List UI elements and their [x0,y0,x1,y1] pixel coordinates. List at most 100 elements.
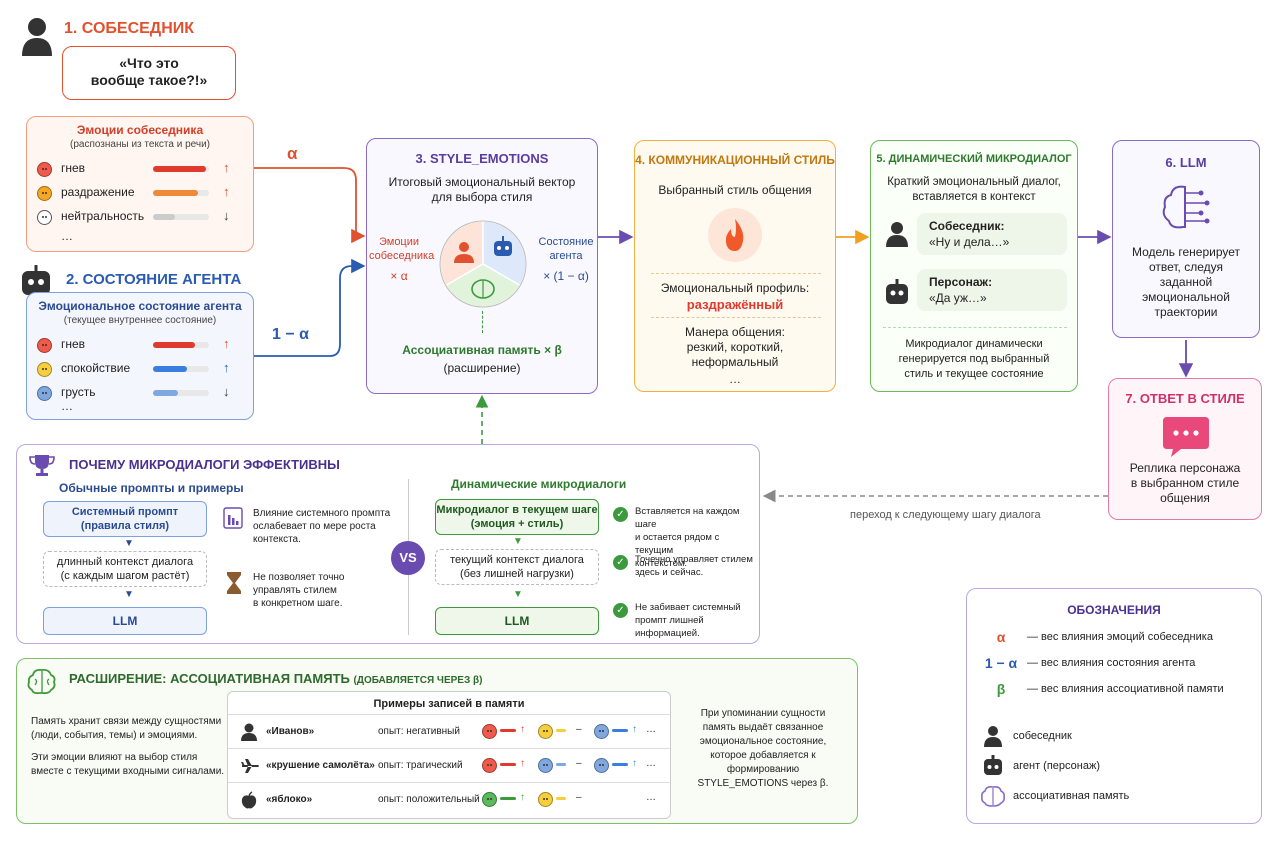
long-context-box: длинный контекст диалога (с каждым шагом… [43,551,207,587]
why-left-title: Обычные промпты и примеры [59,481,244,495]
answer-text: Реплика персонажа в выбранном стиле обще… [1129,461,1241,505]
airplane-icon [240,757,260,780]
memory-entity: «крушение самолёта» [266,760,375,771]
micro-subtitle: Краткий эмоциональный диалог, вставляетс… [887,176,1061,203]
memory-emotion-bar [612,763,628,766]
style-emotions-box: 3. STYLE_EMOTIONS Итоговый эмоциональный… [366,138,598,394]
user-icon [984,726,1002,747]
memory-emotion-arrow: ↑ [520,724,525,735]
hourglass-icon [227,572,241,594]
why-title: ПОЧЕМУ МИКРОДИАЛОГИ ЭФФЕКТИВНЫ [69,457,340,472]
one-minus-alpha-arrow [254,258,366,357]
person-icon [240,723,258,746]
user-bubble: Собеседник: «Ну и дела…» [917,213,1067,255]
memory-emotion-arrow: ↑ [520,758,525,769]
memory-more: … [646,792,656,803]
memory-emotion-arrow: – [576,792,582,803]
memory-emotion-arrow: ↑ [632,724,637,735]
emotions-in-subtitle: (распознаны из текста и речи) [69,139,211,150]
brain-icon [981,786,1005,807]
legend-text: — вес влияния эмоций собеседника [1027,631,1213,643]
microdialog-box: 5. ДИНАМИЧЕСКИЙ МИКРОДИАЛОГ Краткий эмоц… [870,140,1078,392]
brain-icon [1162,185,1210,229]
memory-emotion-bar [556,729,566,732]
emo-in-bar-fill [153,166,207,172]
emo-in-arrow: ↑ [223,160,230,175]
agent-label: спокойствие [61,361,131,375]
memory-emotion-arrow: ↑ [520,792,525,803]
user-icon [22,18,52,56]
style-title: 3. STYLE_EMOTIONS [415,151,549,166]
legend-title: ОБОЗНАЧЕНИЯ [1067,603,1161,617]
style-memory-sub: (расширение) [443,361,521,375]
answer-title: 7. ОТВЕТ В СТИЛЕ [1125,391,1245,406]
agent-box-subtitle: (текущее внутреннее состояние) [63,315,217,326]
comm-style-box: 4. КОММУНИКАЦИОННЫЙ СТИЛЬ Выбранный стил… [634,140,836,392]
interlocutor-emotions-box: Эмоции собеседника (распознаны из текста… [26,116,254,252]
emo-in-bar-track [153,214,209,220]
agent-face-icon [37,362,52,377]
emo-in-bar-fill [153,214,176,220]
memory-emotion-face-icon [538,758,553,773]
memory-emotion-bar [500,763,516,766]
memory-entity: «Иванов» [266,726,315,737]
brain-icon [27,668,56,695]
memory-right: При упоминании сущности память выдаёт св… [697,708,829,789]
memory-emotion-face-icon [538,724,553,739]
memory-emotion-bar [612,729,628,732]
emo-in-bar-fill [153,190,198,196]
emo-in-arrow: ↑ [223,184,230,199]
style-right-factor: × (1 − α) [543,269,589,283]
user-icon [886,222,908,247]
micro-bot-name: Персонаж: [929,275,993,289]
emotion-vector-pie [439,220,527,308]
system-prompt-box: Системный промпт (правила стиля) [43,501,207,537]
agent-arrow: ↑ [223,360,230,375]
interlocutor-title: 1. СОБЕСЕДНИК [64,20,195,37]
comm-profile-value: раздражённый [686,297,784,312]
trophy-icon [29,455,55,476]
memory-more: … [646,724,656,735]
style-memory: Ассоциативная память × β [402,343,562,357]
legend-symbol: 1 − α [984,655,1018,671]
emo-in-face-icon [37,162,52,177]
llm-right-box: LLM [435,607,599,635]
check-icon: ✓ [613,507,628,522]
interlocutor-quote: «Что это вообще такое?!» [62,46,236,100]
why-right-note: Не забивает системный промпт лишней инфо… [635,602,741,639]
chat-bubble-icon [1163,417,1209,457]
check-icon: ✓ [613,603,628,618]
emo-in-label: нейтральность [61,209,145,223]
comm-subtitle: Выбранный стиль общения [658,183,812,197]
agent-arrow: ↑ [223,336,230,351]
memory-left1: Память хранит связи между сущностями (лю… [31,716,222,741]
check-icon: ✓ [613,555,628,570]
memory-emotion-arrow: ↑ [632,758,637,769]
agent-bar-fill [153,390,179,396]
micro-user-name: Собеседник: [929,219,1005,233]
llm-title: 6. LLM [1165,155,1207,170]
memory-table-title: Примеры записей в памяти [373,698,525,710]
memory-emotion-bar [500,797,516,800]
memory-emotion-face-icon [482,792,497,807]
emotions-in-title: Эмоции собеседника [76,123,204,137]
comm-profile-label: Эмоциональный профиль: [660,281,810,295]
memory-emotion-bar [556,797,566,800]
comm-manner-value: резкий, короткий, неформальный [686,340,784,369]
memory-title: РАСШИРЕНИЕ: АССОЦИАТИВНАЯ ПАМЯТЬ [69,671,350,686]
emo-in-label: раздражение [61,185,135,199]
chart-decline-icon [223,507,243,529]
micro-now-box: Микродиалог в текущем шаге (эмоция + сти… [435,499,599,535]
agent-label: гнев [61,337,86,351]
why-right-note: Вставляется на каждом шаге и остается ря… [635,506,740,569]
memory-emotion-bar [556,763,566,766]
legend-text: — вес влияния ассоциативной памяти [1027,683,1224,695]
llm-left-box: LLM [43,607,207,635]
agent-title: 2. СОСТОЯНИЕ АГЕНТА [66,271,242,288]
agent-arrow: ↓ [223,384,230,399]
memory-entity: «яблоко» [266,794,313,805]
memory-experience: опыт: трагический [378,760,463,771]
legend-icon-agent: агент (персонаж) [1013,760,1100,772]
legend-box: ОБОЗНАЧЕНИЯ α— вес влияния эмоций собесе… [966,588,1262,824]
memory-experience: опыт: негативный [378,726,460,737]
